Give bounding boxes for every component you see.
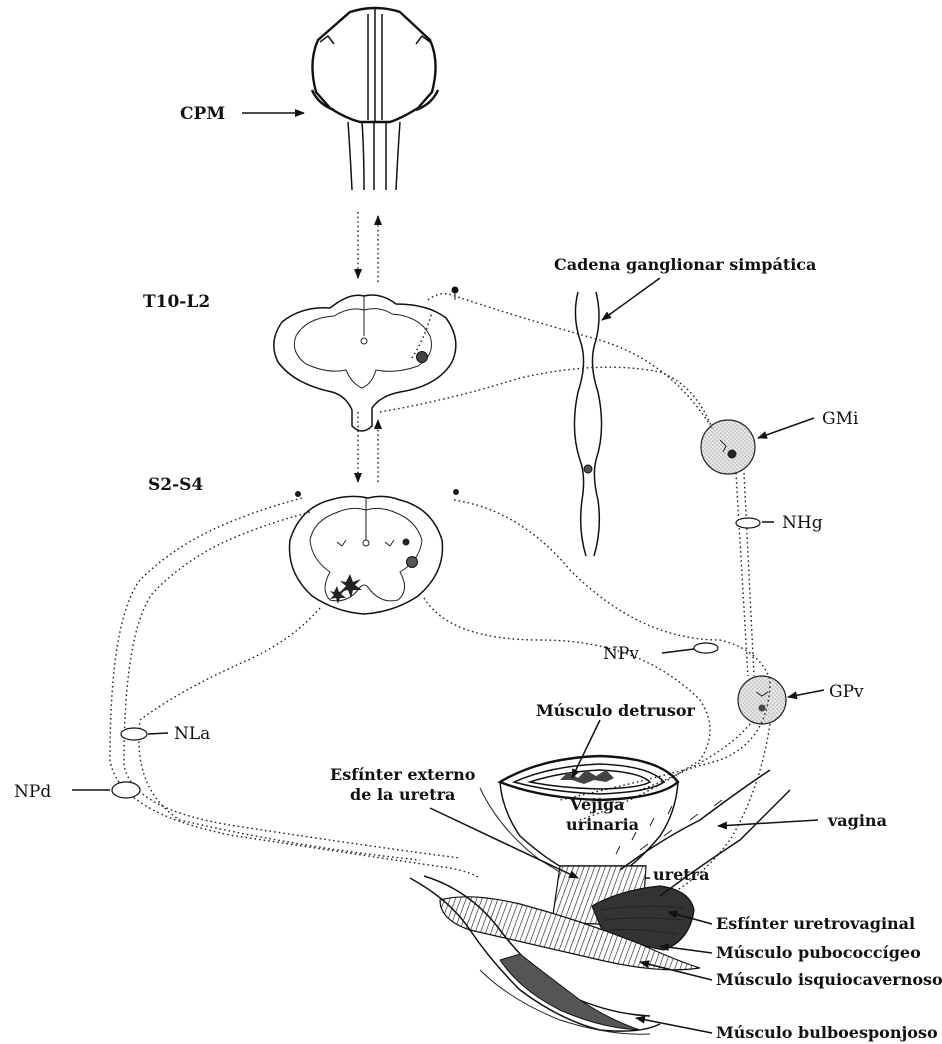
label-s2-s4: S2-S4 [148, 475, 203, 495]
label-uretra: uretra [653, 865, 709, 884]
label-urinaria: urinaria [566, 815, 639, 834]
spinal-section-s2-s4 [289, 496, 442, 614]
label-npv: NPv [603, 644, 639, 664]
ganglion-gpv [738, 676, 786, 724]
label-npd: NPd [14, 782, 51, 802]
label-uretrovaginal: Esfínter uretrovaginal [716, 914, 915, 933]
label-cadena-ganglionar: Cadena ganglionar simpática [554, 255, 816, 274]
spinal-section-t10-l2 [274, 295, 456, 431]
nerve-oval-nhg [736, 518, 760, 528]
descending-ascending-arrows [358, 212, 378, 482]
label-gpv: GPv [829, 682, 864, 702]
label-isquiocavernoso: Músculo isquiocavernoso [716, 970, 942, 989]
sympathetic-chain [574, 292, 601, 556]
label-esfinter-externo-2: de la uretra [350, 785, 455, 804]
ganglion-gmi [701, 420, 755, 474]
brainstem-cpm [312, 8, 438, 190]
label-vejiga: Vejiga [569, 795, 625, 814]
label-esfinter-externo-1: Esfínter externo [330, 765, 476, 784]
label-nhg: NHg [782, 513, 823, 533]
label-nla: NLa [174, 724, 210, 744]
label-detrusor: Músculo detrusor [536, 701, 696, 720]
label-vagina: vagina [827, 811, 887, 830]
pointer-arrows [72, 113, 824, 1033]
label-t10-l2: T10-L2 [143, 292, 210, 312]
label-gmi: GMi [822, 409, 859, 429]
label-pubococcigeo: Músculo pubococcígeo [716, 943, 921, 962]
label-cpm: CPM [180, 104, 225, 124]
nerve-oval-npv [694, 643, 718, 653]
nerve-oval-nla [121, 728, 147, 740]
label-bulboesponjoso: Músculo bulboesponjoso [716, 1023, 938, 1042]
nerve-oval-npd [112, 782, 140, 798]
